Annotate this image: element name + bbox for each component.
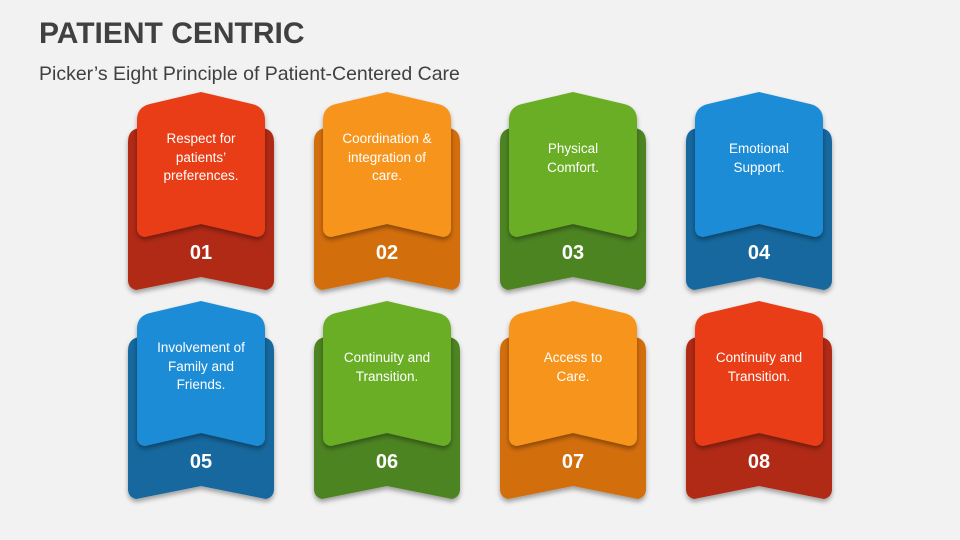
principle-number: 06 (375, 451, 399, 473)
principle-text-line: Family and (167, 358, 235, 374)
principle-number: 03 (561, 242, 585, 264)
banner-shape-icon (128, 301, 274, 499)
principle-card-07: Access to Care. 07 (500, 301, 646, 511)
principle-text-line: Coordination & (342, 131, 432, 146)
page-title: PATIENT CENTRIC (39, 17, 305, 50)
principle-text-line: Care. (556, 368, 590, 384)
principle-text: Respect for patients’ preferences. (137, 130, 265, 186)
principle-text: Coordination & integration of care. (323, 130, 451, 186)
principle-text-line: Comfort. (547, 159, 599, 175)
principle-text-line: Transition. (355, 368, 419, 384)
principle-number: 05 (189, 451, 213, 473)
principle-number: 01 (189, 242, 213, 264)
principle-card-01: Respect for patients’ preferences. 01 (128, 92, 274, 302)
principle-text-line: care. (371, 168, 402, 183)
principle-text-line: Involvement of (157, 340, 245, 355)
principle-number: 04 (747, 242, 771, 264)
principle-text-line: Friends. (176, 377, 226, 392)
banner-shape-icon (686, 301, 832, 499)
principle-number: 07 (561, 451, 585, 473)
principle-text-line: preferences. (163, 168, 239, 183)
principle-text-line: Transition. (727, 368, 791, 384)
principle-text: Access to Care. (509, 349, 637, 386)
banner-shape-icon (500, 92, 646, 290)
principle-text-line: Continuity and (343, 350, 431, 365)
banner-shape-icon (314, 301, 460, 499)
principle-number: 08 (747, 451, 771, 473)
principle-text-line: Access to (543, 350, 603, 365)
banner-shape-icon (314, 92, 460, 290)
principle-text-line: Emotional (728, 141, 790, 156)
principle-text-line: patients’ (175, 149, 227, 165)
principle-text-line: Support. (733, 159, 785, 175)
principle-text-line: Physical (547, 141, 599, 156)
banner-shape-icon (500, 301, 646, 499)
principle-text-line: Respect for (166, 131, 236, 146)
page-subtitle: Picker’s Eight Principle of Patient-Cent… (39, 63, 460, 85)
principle-text-line: integration of (347, 149, 427, 165)
banner-shape-icon (686, 92, 832, 290)
principle-number: 02 (375, 242, 399, 264)
principle-text-line: Continuity and (715, 350, 803, 365)
banner-shape-icon (128, 92, 274, 290)
principle-card-02: Coordination & integration of care. 02 (314, 92, 460, 302)
